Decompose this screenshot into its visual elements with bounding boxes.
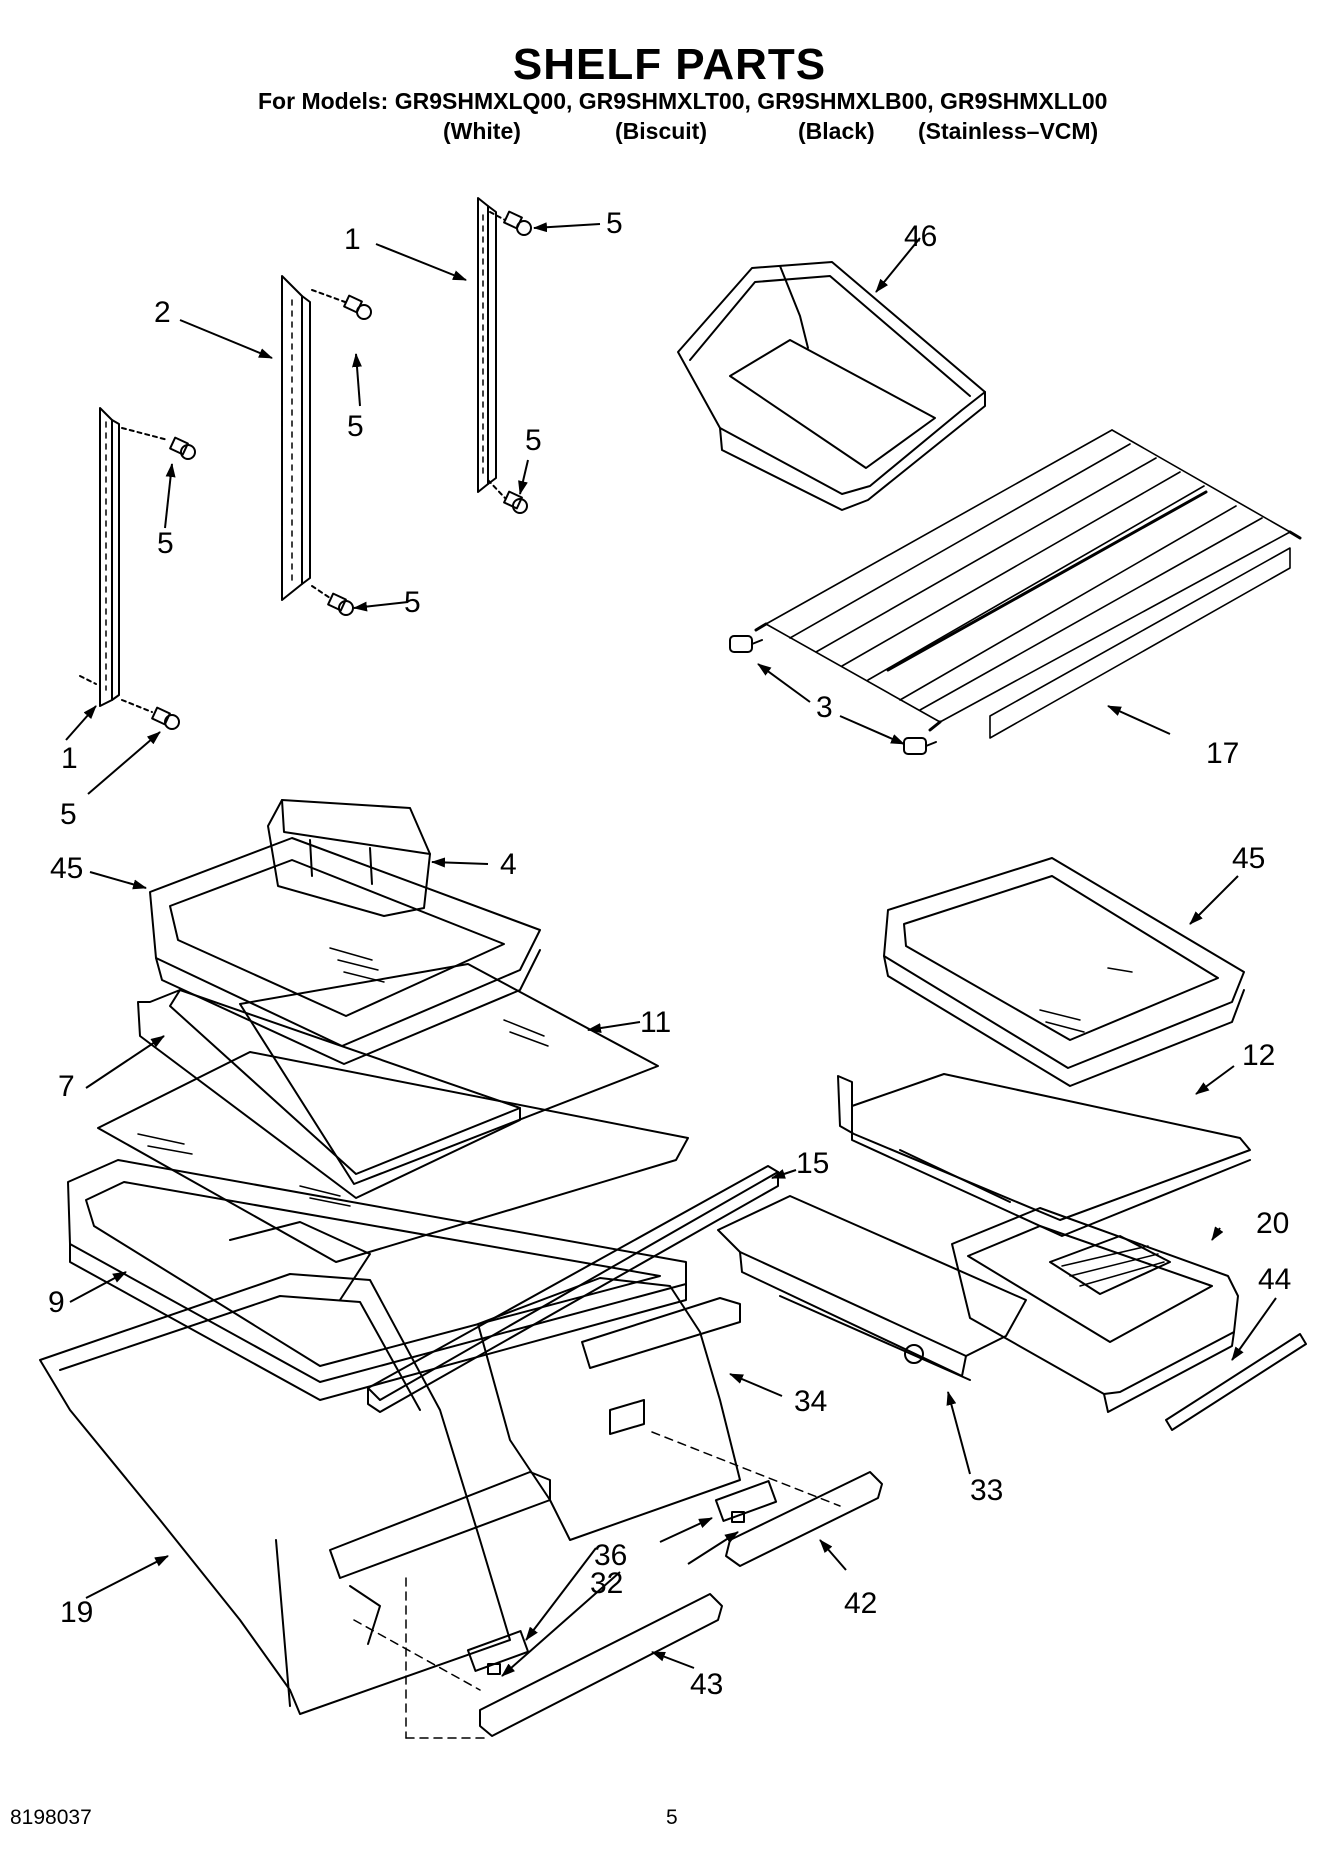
callout-5-right-lower: 5 — [525, 424, 542, 457]
shelf-frame-left — [137, 989, 521, 1199]
screw-b — [311, 289, 372, 320]
callout-34: 34 — [794, 1385, 827, 1418]
callout-7: 7 — [58, 1070, 75, 1103]
humidity-slide-lower — [466, 1630, 530, 1675]
callout-11: 11 — [640, 1006, 671, 1039]
crisper-drawer-right — [477, 1277, 741, 1541]
screw-e — [121, 427, 196, 460]
screw-c — [487, 479, 528, 514]
callout-labels: 1 5 2 5 5 5 5 1 5 46 3 17 4 45 11 7 45 1… — [48, 207, 1291, 1701]
callout-2: 2 — [154, 296, 171, 329]
callout-32: 32 — [590, 1567, 623, 1600]
humidity-slide-upper — [714, 1480, 778, 1523]
utility-bin — [267, 799, 431, 917]
trim-strip-43 — [479, 1593, 723, 1737]
callout-5-middle-upper: 5 — [347, 410, 364, 443]
variant-biscuit: (Biscuit) — [615, 118, 707, 144]
callout-1-left: 1 — [61, 742, 78, 775]
page-number: 5 — [666, 1806, 678, 1829]
callout-4: 4 — [500, 848, 517, 881]
shelf-stud-lower — [903, 737, 937, 755]
glass-panel-lower — [97, 1051, 689, 1263]
callout-20: 20 — [1256, 1207, 1289, 1240]
callout-45-left: 45 — [50, 852, 83, 885]
trim-strip-42 — [725, 1471, 883, 1567]
callout-5-top: 5 — [606, 207, 623, 240]
callout-5-left-lower: 5 — [60, 798, 77, 831]
document-number: 8198037 — [10, 1806, 92, 1829]
variant-white: (White) — [443, 118, 521, 144]
rail-left — [99, 407, 120, 707]
callout-42: 42 — [844, 1587, 877, 1620]
page-title: SHELF PARTS — [512, 40, 827, 89]
callout-45-right: 45 — [1232, 842, 1265, 875]
callout-17: 17 — [1206, 737, 1239, 770]
callout-44: 44 — [1258, 1263, 1291, 1296]
guide-lines — [353, 1431, 841, 1739]
callout-1-top: 1 — [344, 223, 361, 256]
glass-shelf-right — [883, 857, 1245, 1087]
models-line: For Models: GR9SHMXLQ00, GR9SHMXLT00, GR… — [258, 88, 1108, 114]
callout-36: 36 — [594, 1539, 627, 1572]
callout-46: 46 — [904, 220, 937, 253]
variant-stainless: (Stainless–VCM) — [918, 118, 1099, 144]
callout-5-middle-lower: 5 — [404, 586, 421, 619]
callout-12: 12 — [1242, 1039, 1275, 1072]
callout-43: 43 — [690, 1668, 723, 1701]
callout-5-left-upper: 5 — [157, 527, 174, 560]
callout-15: 15 — [796, 1147, 829, 1180]
screw-d — [311, 585, 354, 616]
callout-19: 19 — [60, 1596, 93, 1629]
callout-3: 3 — [816, 691, 833, 724]
callout-33: 33 — [970, 1474, 1003, 1507]
shelf-frame-right — [837, 1073, 1251, 1237]
trim-strip-44 — [1165, 1333, 1307, 1431]
screw-f — [79, 675, 180, 730]
rail-middle — [281, 275, 311, 601]
glass-panel-large — [239, 963, 659, 1185]
screw-a — [489, 210, 532, 236]
callout-9: 9 — [48, 1286, 65, 1319]
leader-arrows — [65, 222, 1277, 1677]
storage-bin — [677, 261, 986, 511]
glass-shelf-left — [149, 837, 541, 1065]
rail-right — [477, 197, 497, 493]
drawer-support — [717, 1195, 1027, 1381]
deli-drawer — [951, 1207, 1239, 1413]
wire-shelf — [754, 429, 1302, 739]
shelf-stud-upper — [729, 635, 763, 653]
crisper-drawer-left — [39, 1273, 551, 1715]
variant-black: (Black) — [798, 118, 875, 144]
